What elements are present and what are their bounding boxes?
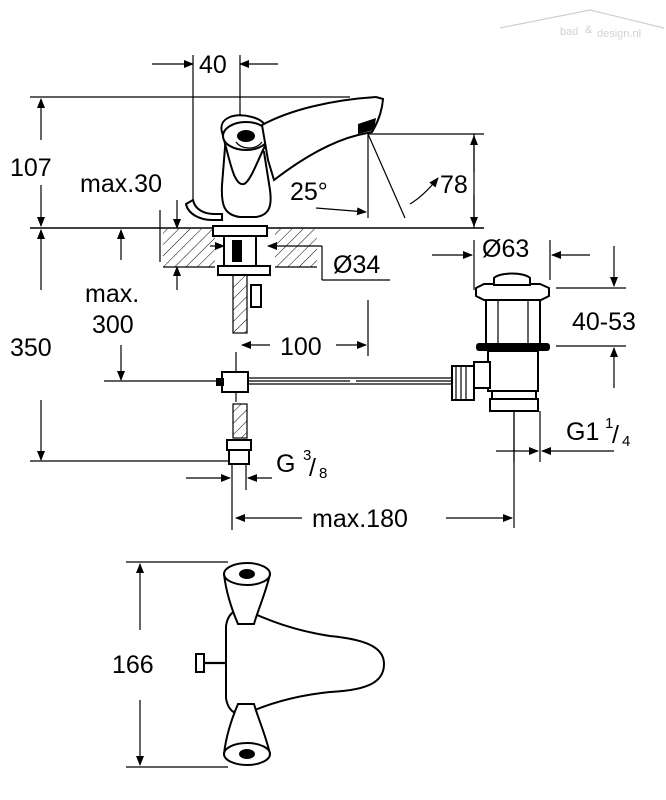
dim-height-top: 107	[10, 154, 52, 182]
dim-offset: 100	[280, 333, 322, 361]
dim-connection-main: G	[276, 450, 295, 478]
dim-total-height: 350	[10, 334, 52, 362]
watermark-text-b: design.nl	[597, 28, 641, 40]
dim-angle: 25°	[290, 178, 328, 206]
watermark-amp: &	[585, 24, 593, 36]
dim-under-deck-value: 300	[92, 311, 134, 339]
dim-connection-slash: /	[309, 454, 316, 482]
dim-drain-thread-slash: /	[612, 421, 619, 449]
dim-drain-thread-den: 4	[622, 433, 630, 450]
dim-spout-height: 78	[440, 171, 468, 199]
dim-under-deck: max.	[85, 280, 139, 308]
watermark-text-a: bad	[560, 26, 578, 38]
dim-spout-width: 40	[199, 51, 227, 79]
dim-drain-diameter: Ø63	[482, 235, 529, 263]
dim-connection-num: 3	[303, 447, 311, 464]
watermark: bad & design.nl	[499, 9, 665, 40]
dim-connection-den: 8	[319, 465, 327, 482]
dim-max-deck: max.30	[80, 170, 162, 198]
dim-max-reach: max.180	[312, 505, 408, 533]
dimension-labels: 40 107 max.30 25° 78 Ø34 Ø63 max. 300 35…	[10, 51, 636, 679]
drain-side-view	[432, 240, 626, 462]
faucet-side-view	[30, 55, 515, 530]
dim-drain-range: 40-53	[572, 308, 636, 336]
faucet-plan-view	[126, 561, 386, 768]
dim-plan-depth: 166	[112, 651, 154, 679]
dim-drain-thread-num: 1	[605, 415, 613, 432]
dim-hole-diameter: Ø34	[333, 251, 380, 279]
dim-drain-thread-main: G1	[566, 418, 599, 446]
